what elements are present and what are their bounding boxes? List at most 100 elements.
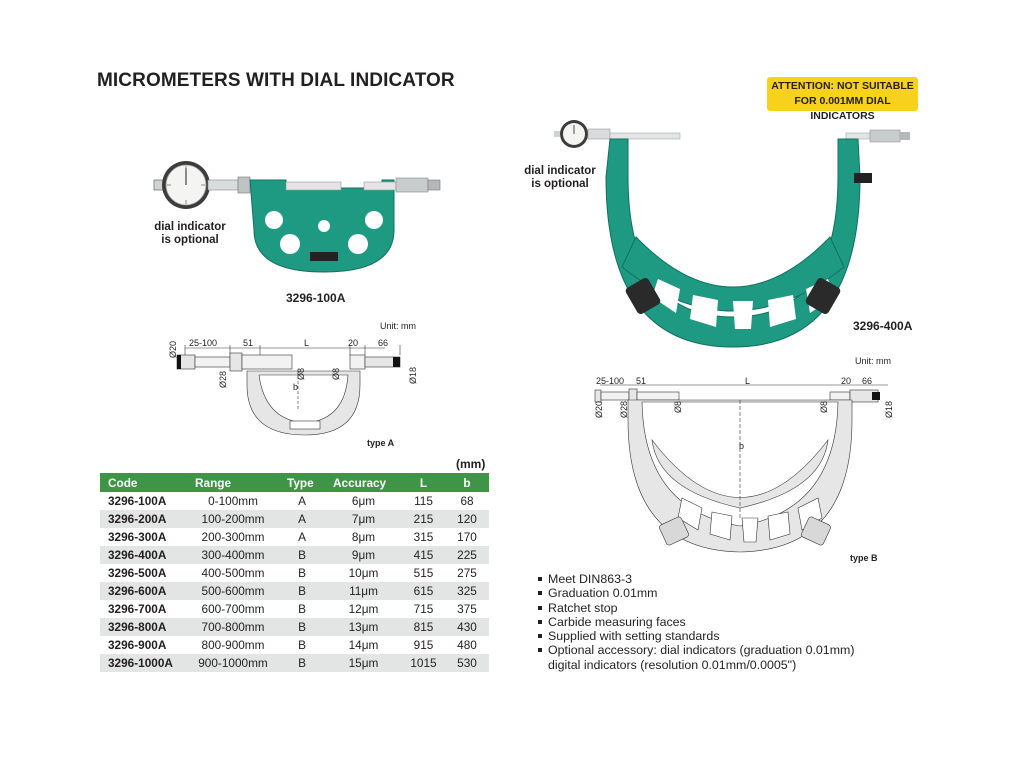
dial-caption-large: dial indicator is optional	[515, 165, 605, 191]
cell-code: 3296-800A	[100, 618, 187, 636]
list-item: Graduation 0.01mm	[538, 586, 854, 600]
cell-l: 215	[402, 510, 445, 528]
dim-a-66: 66	[378, 338, 389, 348]
drawing-type-b	[594, 384, 888, 553]
cell-b: 120	[445, 510, 489, 528]
table-unit: (mm)	[456, 457, 486, 471]
attention-line-2: FOR 0.001MM DIAL INDICATORS	[794, 95, 891, 122]
dial-caption-small: dial indicator is optional	[145, 221, 235, 247]
dim-b-dia18: Ø18	[884, 400, 894, 418]
dim-b-dia20: Ø20	[594, 400, 604, 418]
col-header-range: Range	[187, 473, 279, 492]
cell-range: 900-1000mm	[187, 654, 279, 672]
drawing-b-unit: Unit: mm	[855, 356, 891, 366]
cell-l: 715	[402, 600, 445, 618]
cell-code: 3296-500A	[100, 564, 187, 582]
cell-type: B	[279, 636, 325, 654]
cell-code: 3296-1000A	[100, 654, 187, 672]
page-title: MICROMETERS WITH DIAL INDICATOR	[97, 70, 455, 91]
dim-b-20: 20	[841, 376, 852, 386]
cell-range: 100-200mm	[187, 510, 279, 528]
dim-b-dia8-1: Ø8	[673, 400, 683, 413]
cell-type: B	[279, 582, 325, 600]
cell-accuracy: 9μm	[325, 546, 402, 564]
cell-b: 275	[445, 564, 489, 582]
cell-type: A	[279, 492, 325, 510]
cell-type: A	[279, 510, 325, 528]
dial-caption-small-line-2: is optional	[161, 234, 219, 246]
cell-range: 600-700mm	[187, 600, 279, 618]
dim-a-b: b	[293, 382, 299, 392]
cell-l: 315	[402, 528, 445, 546]
drawing-type-a	[176, 345, 401, 436]
micrometer-400a-illustration	[554, 120, 910, 348]
cell-l: 815	[402, 618, 445, 636]
cell-range: 0-100mm	[187, 492, 279, 510]
cell-b: 68	[445, 492, 489, 510]
list-item: Optional accessory: dial indicators (gra…	[538, 643, 854, 657]
cell-type: B	[279, 654, 325, 672]
list-item: Meet DIN863-3	[538, 572, 854, 586]
attention-line-1: ATTENTION: NOT SUITABLE	[771, 80, 914, 92]
cell-range: 400-500mm	[187, 564, 279, 582]
dim-b-51: 51	[636, 376, 647, 386]
dial-caption-large-line-1: dial indicator	[524, 165, 596, 177]
dim-b-66: 66	[862, 376, 873, 386]
cell-type: B	[279, 564, 325, 582]
cell-type: B	[279, 618, 325, 636]
cell-accuracy: 10μm	[325, 564, 402, 582]
dim-b-25-100: 25-100	[596, 376, 625, 386]
cell-b: 170	[445, 528, 489, 546]
dial-caption-small-line-1: dial indicator	[154, 221, 226, 233]
col-header-l: L	[402, 473, 445, 492]
dim-a-dia20: Ø20	[168, 340, 178, 358]
dial-caption-large-line-2: is optional	[531, 178, 589, 190]
cell-l: 515	[402, 564, 445, 582]
micrometer-100a-illustration	[153, 161, 441, 273]
dim-a-20: 20	[348, 338, 359, 348]
cell-b: 530	[445, 654, 489, 672]
list-item: Carbide measuring faces	[538, 615, 854, 629]
type-b-label: type B	[850, 553, 878, 563]
cell-type: B	[279, 600, 325, 618]
cell-code: 3296-400A	[100, 546, 187, 564]
cell-l: 415	[402, 546, 445, 564]
cell-b: 480	[445, 636, 489, 654]
col-header-accuracy: Accuracy	[325, 473, 402, 492]
drawing-a-unit: Unit: mm	[380, 321, 416, 331]
dim-b-b: b	[739, 441, 745, 451]
table-header-row: Code Range Type Accuracy L b	[100, 473, 489, 492]
attention-badge: ATTENTION: NOT SUITABLE FOR 0.001MM DIAL…	[767, 77, 918, 122]
dim-a-25-100: 25-100	[189, 338, 218, 348]
dim-a-dia18: Ø18	[408, 366, 418, 384]
cell-accuracy: 6μm	[325, 492, 402, 510]
cell-range: 700-800mm	[187, 618, 279, 636]
col-header-type: Type	[279, 473, 325, 492]
dim-b-l: L	[745, 376, 751, 386]
cell-accuracy: 8μm	[325, 528, 402, 546]
cell-code: 3296-600A	[100, 582, 187, 600]
model-label-400a: 3296-400A	[853, 319, 913, 333]
cell-code: 3296-100A	[100, 492, 187, 510]
cell-range: 300-400mm	[187, 546, 279, 564]
list-item: Ratchet stop	[538, 601, 854, 615]
col-header-b: b	[445, 473, 489, 492]
features-list: Meet DIN863-3 Graduation 0.01mm Ratchet …	[538, 572, 854, 672]
cell-b: 325	[445, 582, 489, 600]
cell-l: 115	[402, 492, 445, 510]
list-item: Supplied with setting standards	[538, 629, 854, 643]
cell-code: 3296-200A	[100, 510, 187, 528]
dim-b-dia28: Ø28	[619, 400, 629, 418]
cell-code: 3296-900A	[100, 636, 187, 654]
cell-accuracy: 13μm	[325, 618, 402, 636]
cell-l: 915	[402, 636, 445, 654]
